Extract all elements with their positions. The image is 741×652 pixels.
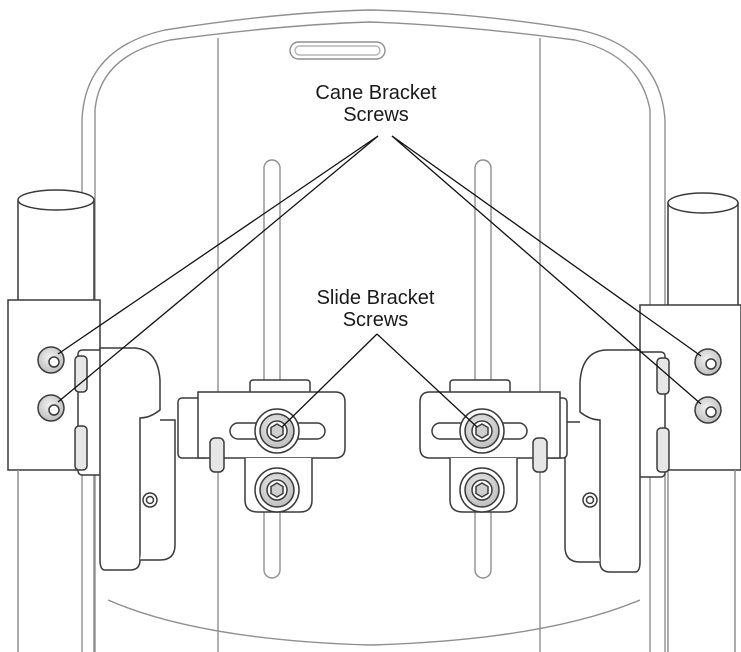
- cane-bracket-screws-label: Cane Bracket Screws: [297, 82, 455, 126]
- lower-bracket-screw: [254, 467, 300, 513]
- cane-bracket-label-line2: Screws: [343, 104, 409, 126]
- lower-bracket-screw: [459, 467, 505, 513]
- cane-bracket-leader-lines: [57, 135, 702, 405]
- left-cane-bracket: [74, 347, 176, 571]
- slide-bracket-screw: [459, 408, 505, 454]
- cane-bracket-screw: [694, 348, 722, 376]
- mount-slots: [263, 159, 492, 579]
- slide-bracket-label-line2: Screws: [342, 309, 409, 331]
- slide-bracket-screw: [254, 408, 300, 454]
- backrest-shell: [81, 9, 666, 652]
- slide-bracket-label-line1: Slide Bracket: [316, 287, 435, 309]
- cane-bracket-screw: [694, 396, 722, 424]
- slide-bracket-leader-lines: [281, 333, 478, 428]
- slide-bracket-screws-label: Slide Bracket Screws: [289, 287, 462, 331]
- cane-bracket-screw: [37, 394, 65, 422]
- cane-bracket-label-line1: Cane Bracket: [315, 82, 437, 104]
- cane-bracket-screw: [37, 346, 65, 374]
- right-cane-bracket: [564, 349, 670, 573]
